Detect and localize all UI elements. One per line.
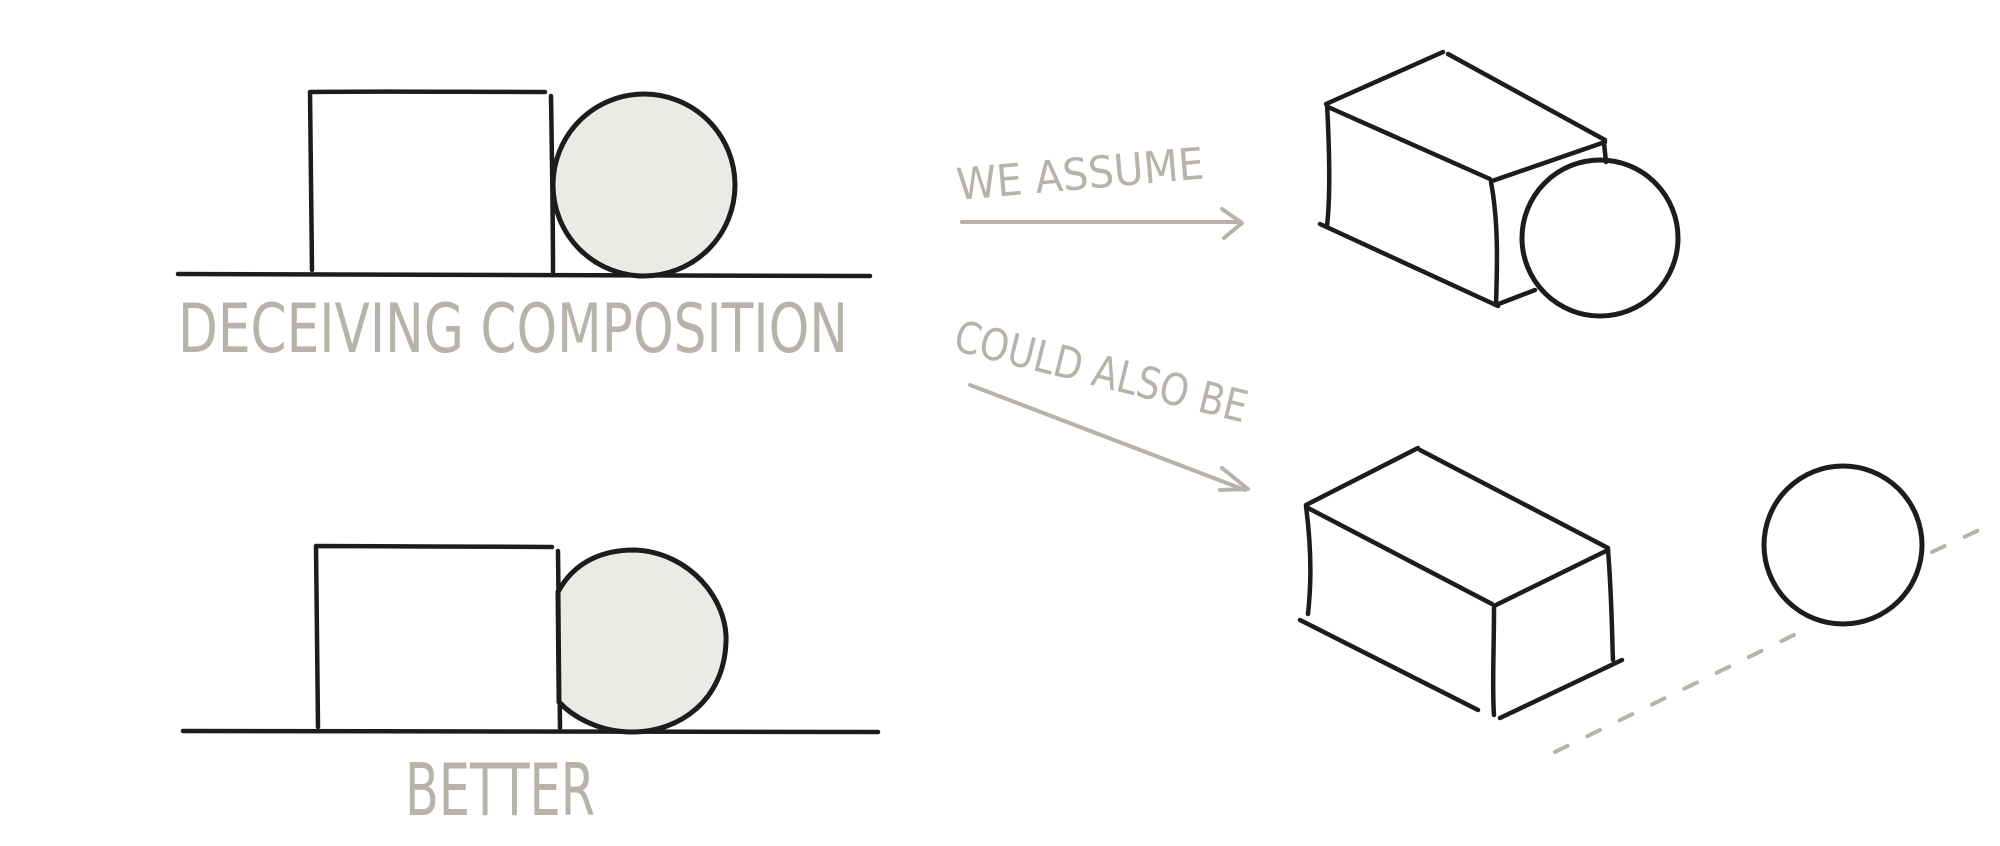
we-assume-sketch (1317, 49, 1681, 319)
ground-line-top (175, 271, 873, 279)
assume-box-left-edge (1317, 101, 1501, 309)
arrow-could-also-be: COULD ALSO BE (949, 311, 1253, 492)
caption-better: BETTER (405, 748, 595, 832)
assume-box-right-edge (1493, 140, 1609, 308)
alt-box-front-edge (1490, 605, 1497, 718)
ground-line-bottom (180, 728, 881, 735)
label-we-assume: WE ASSUME (955, 139, 1207, 211)
alt-ball (1761, 463, 1925, 627)
alt-box-top-face (1303, 445, 1611, 609)
arrow-line-bottom (968, 383, 1250, 492)
could-also-be-sketch (1297, 445, 1994, 754)
box-front-bottom (313, 543, 563, 731)
ball-overlap-bottom (555, 547, 729, 735)
assume-box-top-face (1323, 49, 1608, 184)
ball-tangent-top (550, 91, 738, 279)
assume-ball (1519, 157, 1681, 319)
assume-box-front-edge (1488, 179, 1500, 308)
alt-box-right-edge (1497, 547, 1625, 721)
label-could-also-be: COULD ALSO BE (949, 311, 1252, 433)
better-composition-sketch: BETTER (180, 543, 881, 832)
deceiving-composition-sketch: DECEIVING COMPOSITION (175, 89, 873, 369)
caption-deceiving: DECEIVING COMPOSITION (178, 290, 848, 369)
alt-box-left-edge (1297, 503, 1481, 713)
arrow-line-top (960, 207, 1244, 240)
ground-hint-dashes (1553, 522, 1994, 754)
arrow-we-assume: WE ASSUME (955, 139, 1244, 240)
box-front-top (307, 89, 556, 275)
